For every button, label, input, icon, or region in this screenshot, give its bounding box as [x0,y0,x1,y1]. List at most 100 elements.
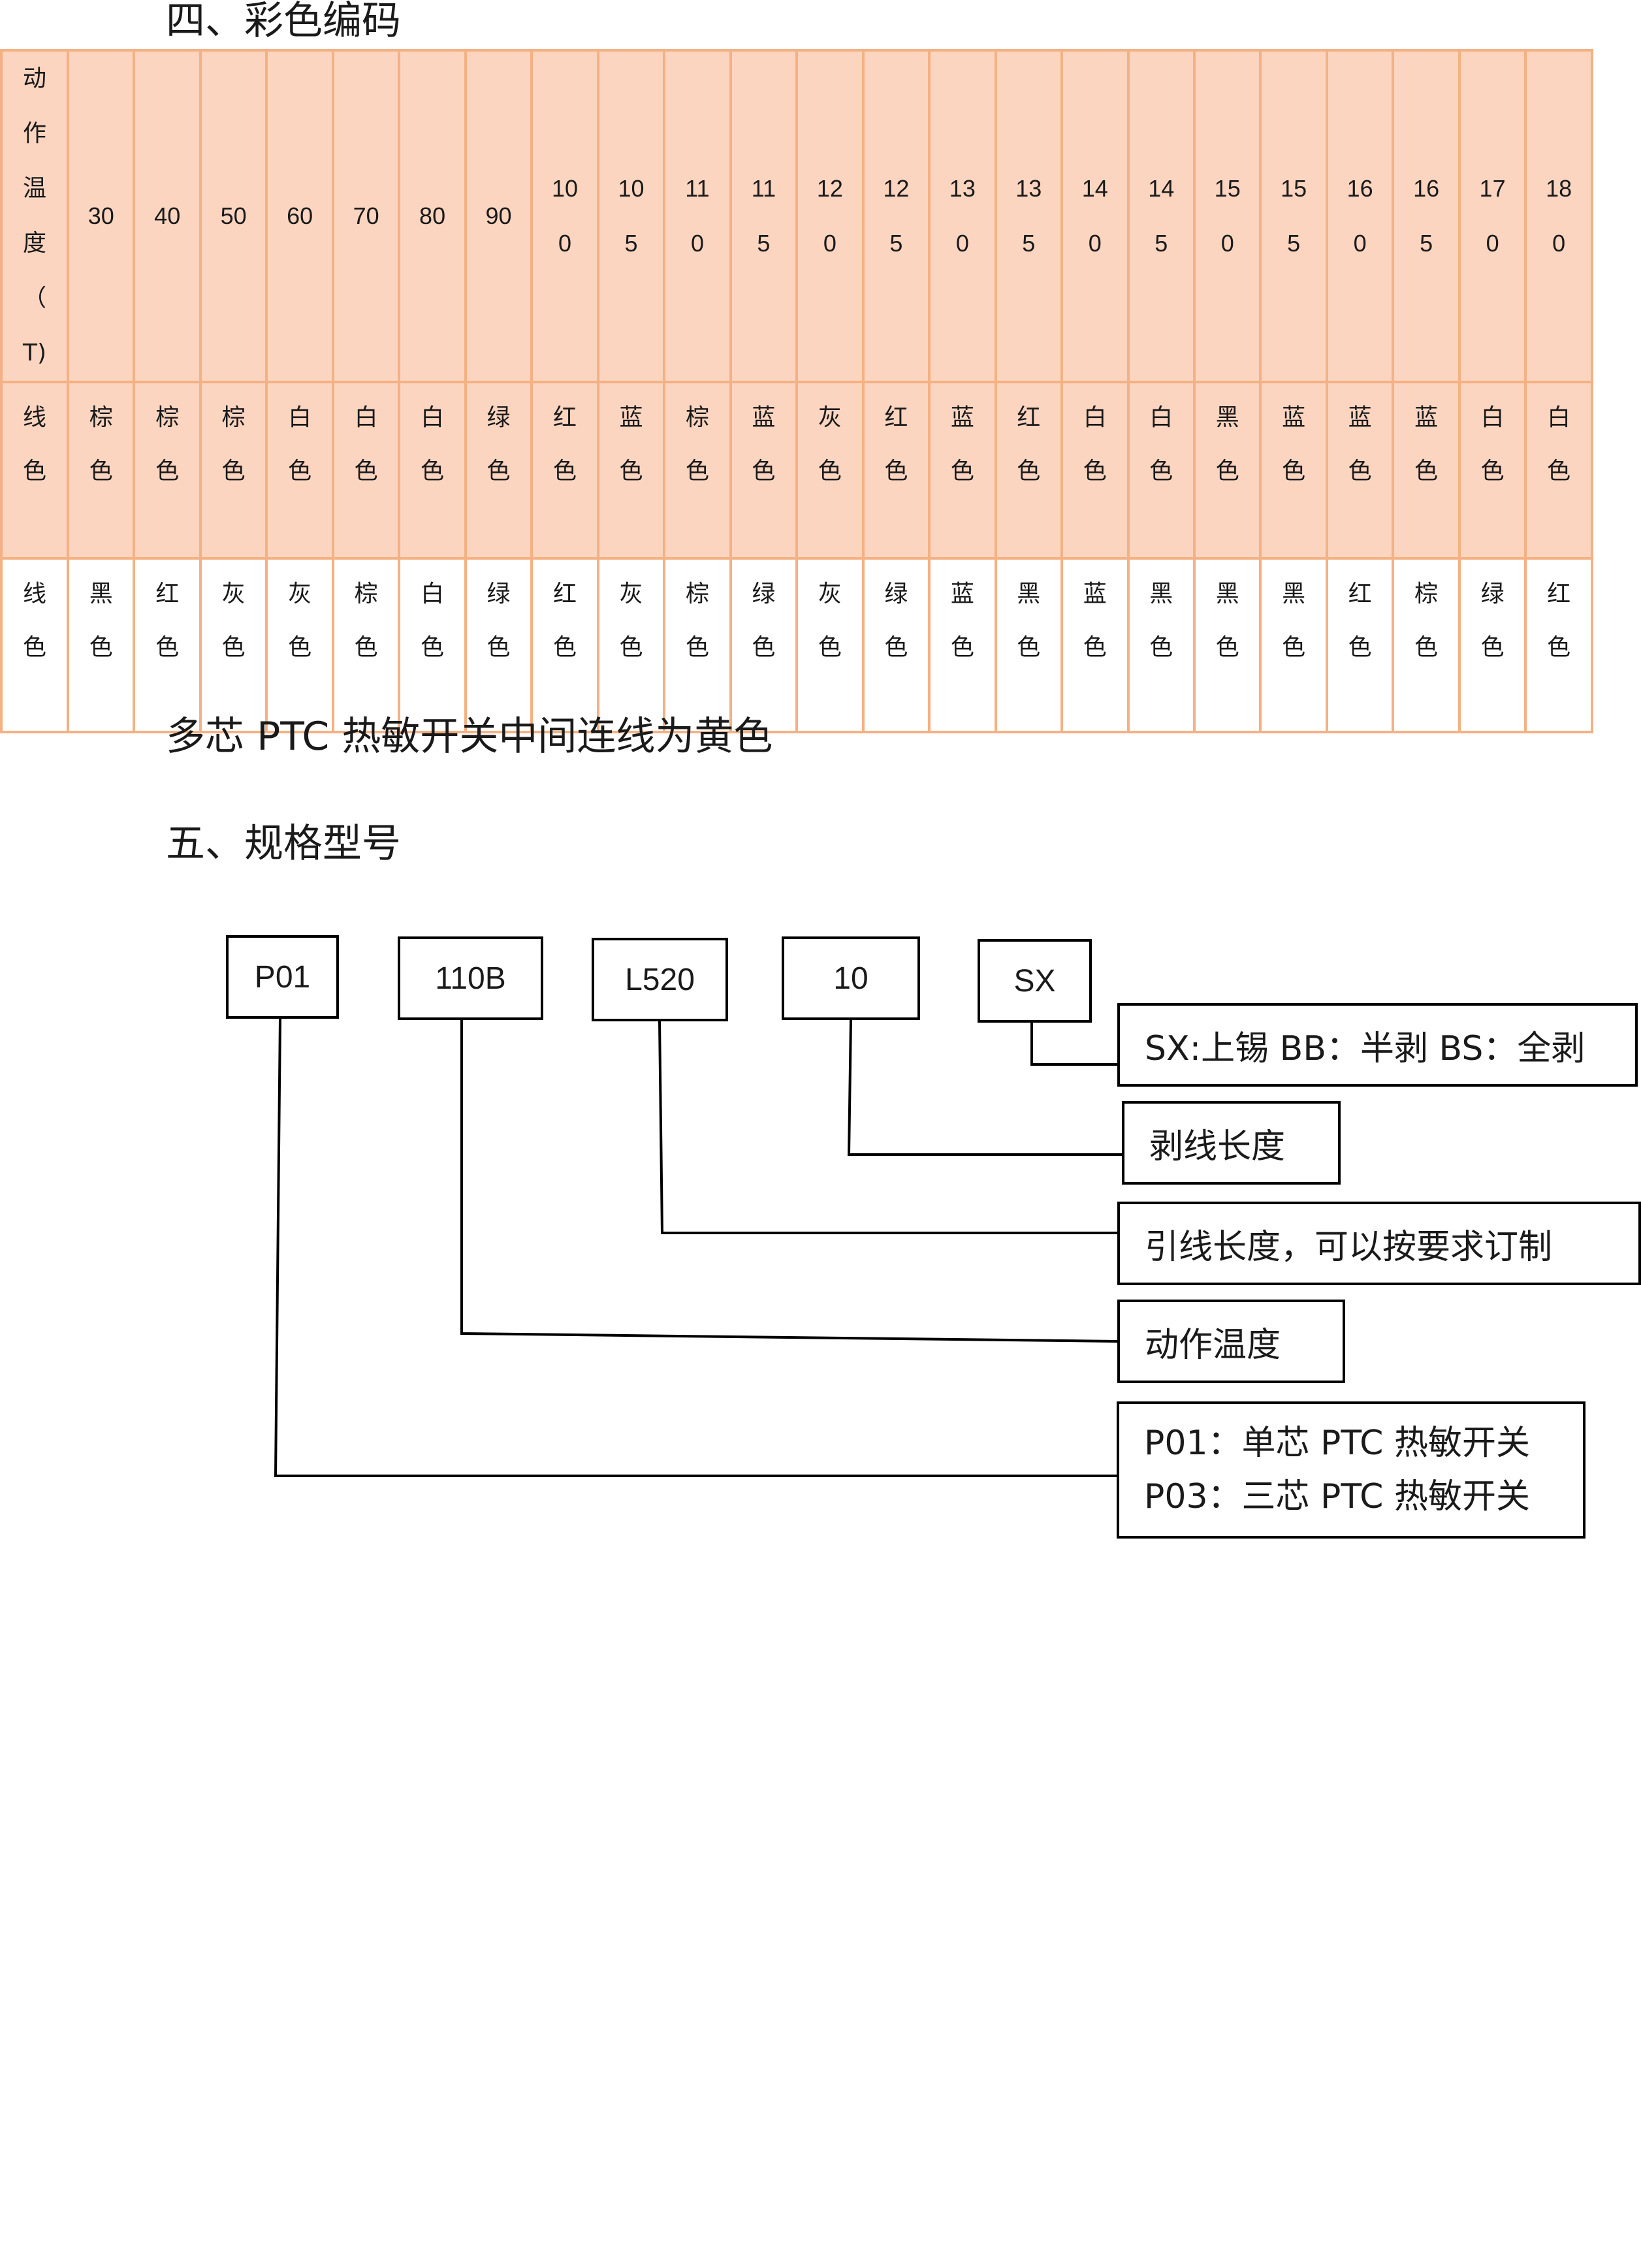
wire-color-cell: 棕色 [663,381,732,560]
wire-color-text: 蓝色 [1282,404,1306,485]
desc-strip-length: 剥线长度 [1122,1101,1341,1185]
desc-series-p01-text: P01：单芯 PTC 热敏开关 [1144,1424,1530,1463]
wire-color-text: 蓝色 [619,404,643,485]
wire-color-cell: 绿色 [861,557,931,733]
temperature-text: 60 [287,202,313,229]
wire-color-cell: 绿色 [464,557,534,733]
wire-color-text: 白色 [1547,404,1571,485]
temperature-cell: 145 [1126,49,1196,383]
wire-color-text: 白色 [1149,404,1173,485]
temperature-cell: 80 [398,49,467,383]
temperature-cell: 150 [1192,49,1262,383]
code-box-finish: SX [978,939,1092,1023]
wire-color-text: 黑色 [1215,404,1239,485]
wire-color-text: 红色 [884,404,908,485]
wire-color-text: 黑色 [1149,581,1173,661]
wire-color-cell: 棕色 [331,557,401,733]
temperature-text: 105 [618,175,645,257]
temperature-cell: 165 [1392,49,1461,383]
wire-color-text: 灰色 [818,404,842,485]
wire-color-text: 灰色 [619,581,643,661]
wire-color-cell: 蓝色 [1259,381,1328,560]
desc-strip-length-text: 剥线长度 [1149,1126,1286,1166]
temperature-text: 120 [816,175,843,257]
temperature-cell: 135 [994,49,1064,383]
wire-color-cell: 红色 [1325,557,1395,733]
temperature-cell: 70 [331,49,401,383]
wire-color-text: 蓝色 [950,404,974,485]
wire-color-cell: 棕色 [133,381,202,560]
code-box-strip-length: 10 [782,936,920,1020]
temperature-cell: 160 [1325,49,1395,383]
wire-color-text: 白色 [1083,404,1107,485]
connector-strip-length [847,1019,1122,1156]
wire-color-cell: 绿色 [1458,557,1527,733]
wire-color-text: 蓝色 [1414,404,1439,485]
wire-color-text: 红色 [1017,404,1041,485]
wire-color-text: 黑色 [1282,581,1306,661]
temperature-cell: 120 [795,49,865,383]
wire-color-text: 棕色 [354,581,378,661]
temperature-cell: 50 [199,49,268,383]
wire-color-text: 白色 [288,404,312,485]
desc-lead-length-text: 引线长度，可以按要求订制 [1145,1227,1553,1267]
wire-color-text: 黑色 [1017,581,1041,661]
wire-color-text: 棕色 [1414,581,1439,661]
section-5-title: 五、规格型号 [166,821,401,867]
row-header-wire-color-2: 线色 [0,557,69,733]
wire-color-cell: 黑色 [1259,557,1328,733]
wire-color-cell: 白色 [265,381,334,560]
wire-color-cell: 黑色 [66,557,136,733]
wire-color-text: 红色 [155,581,180,661]
wire-color-cell: 红色 [1524,557,1593,733]
temperature-cell: 40 [133,49,202,383]
connector-operating-temp [460,1020,1118,1343]
temperature-text: 30 [88,202,114,229]
wire-color-row-1: 线色 棕色棕色棕色白色白色白色绿色红色蓝色棕色蓝色灰色红色蓝色红色白色白色黑色蓝… [0,381,1593,560]
wire-color-cell: 白色 [398,381,467,560]
temperature-cell: 115 [729,49,799,383]
wire-color-cell: 红色 [133,557,202,733]
row-header-temperature: 动作温度（T) [0,49,69,383]
temperature-text: 155 [1281,175,1307,257]
temperature-text: 140 [1081,175,1108,257]
wire-color-text: 黑色 [1215,581,1239,661]
wire-color-cell: 棕色 [1392,557,1461,733]
temperature-text: 115 [751,175,776,257]
wire-color-text: 蓝色 [1348,404,1372,485]
row-header-text: 线色 [22,581,46,661]
wire-color-text: 黑色 [89,581,113,661]
temperature-text: 145 [1148,175,1175,257]
wire-color-text: 棕色 [685,404,709,485]
wire-color-text: 棕色 [155,404,180,485]
temperature-text: 90 [485,202,512,229]
wire-color-text: 红色 [553,404,577,485]
wire-color-cell: 蓝色 [729,381,799,560]
wire-color-cell: 红色 [861,381,931,560]
wire-color-cell: 蓝色 [928,381,997,560]
wire-color-cell: 蓝色 [928,557,997,733]
wire-color-cell: 白色 [1126,381,1196,560]
wire-color-cell: 灰色 [795,381,865,560]
wire-color-text: 灰色 [288,581,312,661]
temperature-cell: 30 [66,49,136,383]
wire-color-cell: 黑色 [994,557,1064,733]
wire-color-cell: 灰色 [596,557,666,733]
wire-color-cell: 灰色 [795,557,865,733]
wire-color-cell: 红色 [994,381,1064,560]
wire-color-cell: 红色 [530,557,599,733]
connector-finish [1030,1023,1117,1066]
desc-series: P01：单芯 PTC 热敏开关 P03：三芯 PTC 热敏开关 [1117,1401,1585,1539]
connector-series [274,1018,1117,1477]
wire-color-text: 蓝色 [950,581,974,661]
wire-color-text: 白色 [421,404,445,485]
wire-color-cell: 白色 [1524,381,1593,560]
temperature-text: 135 [1015,175,1042,257]
wire-color-text: 红色 [1348,581,1372,661]
wire-color-cell: 棕色 [66,381,136,560]
yellow-wire-note: 多芯 PTC 热敏开关中间连线为黄色 [166,714,773,759]
temperature-text: 130 [949,175,976,257]
code-box-series: P01 [226,935,339,1019]
temperature-text: 80 [419,202,446,229]
